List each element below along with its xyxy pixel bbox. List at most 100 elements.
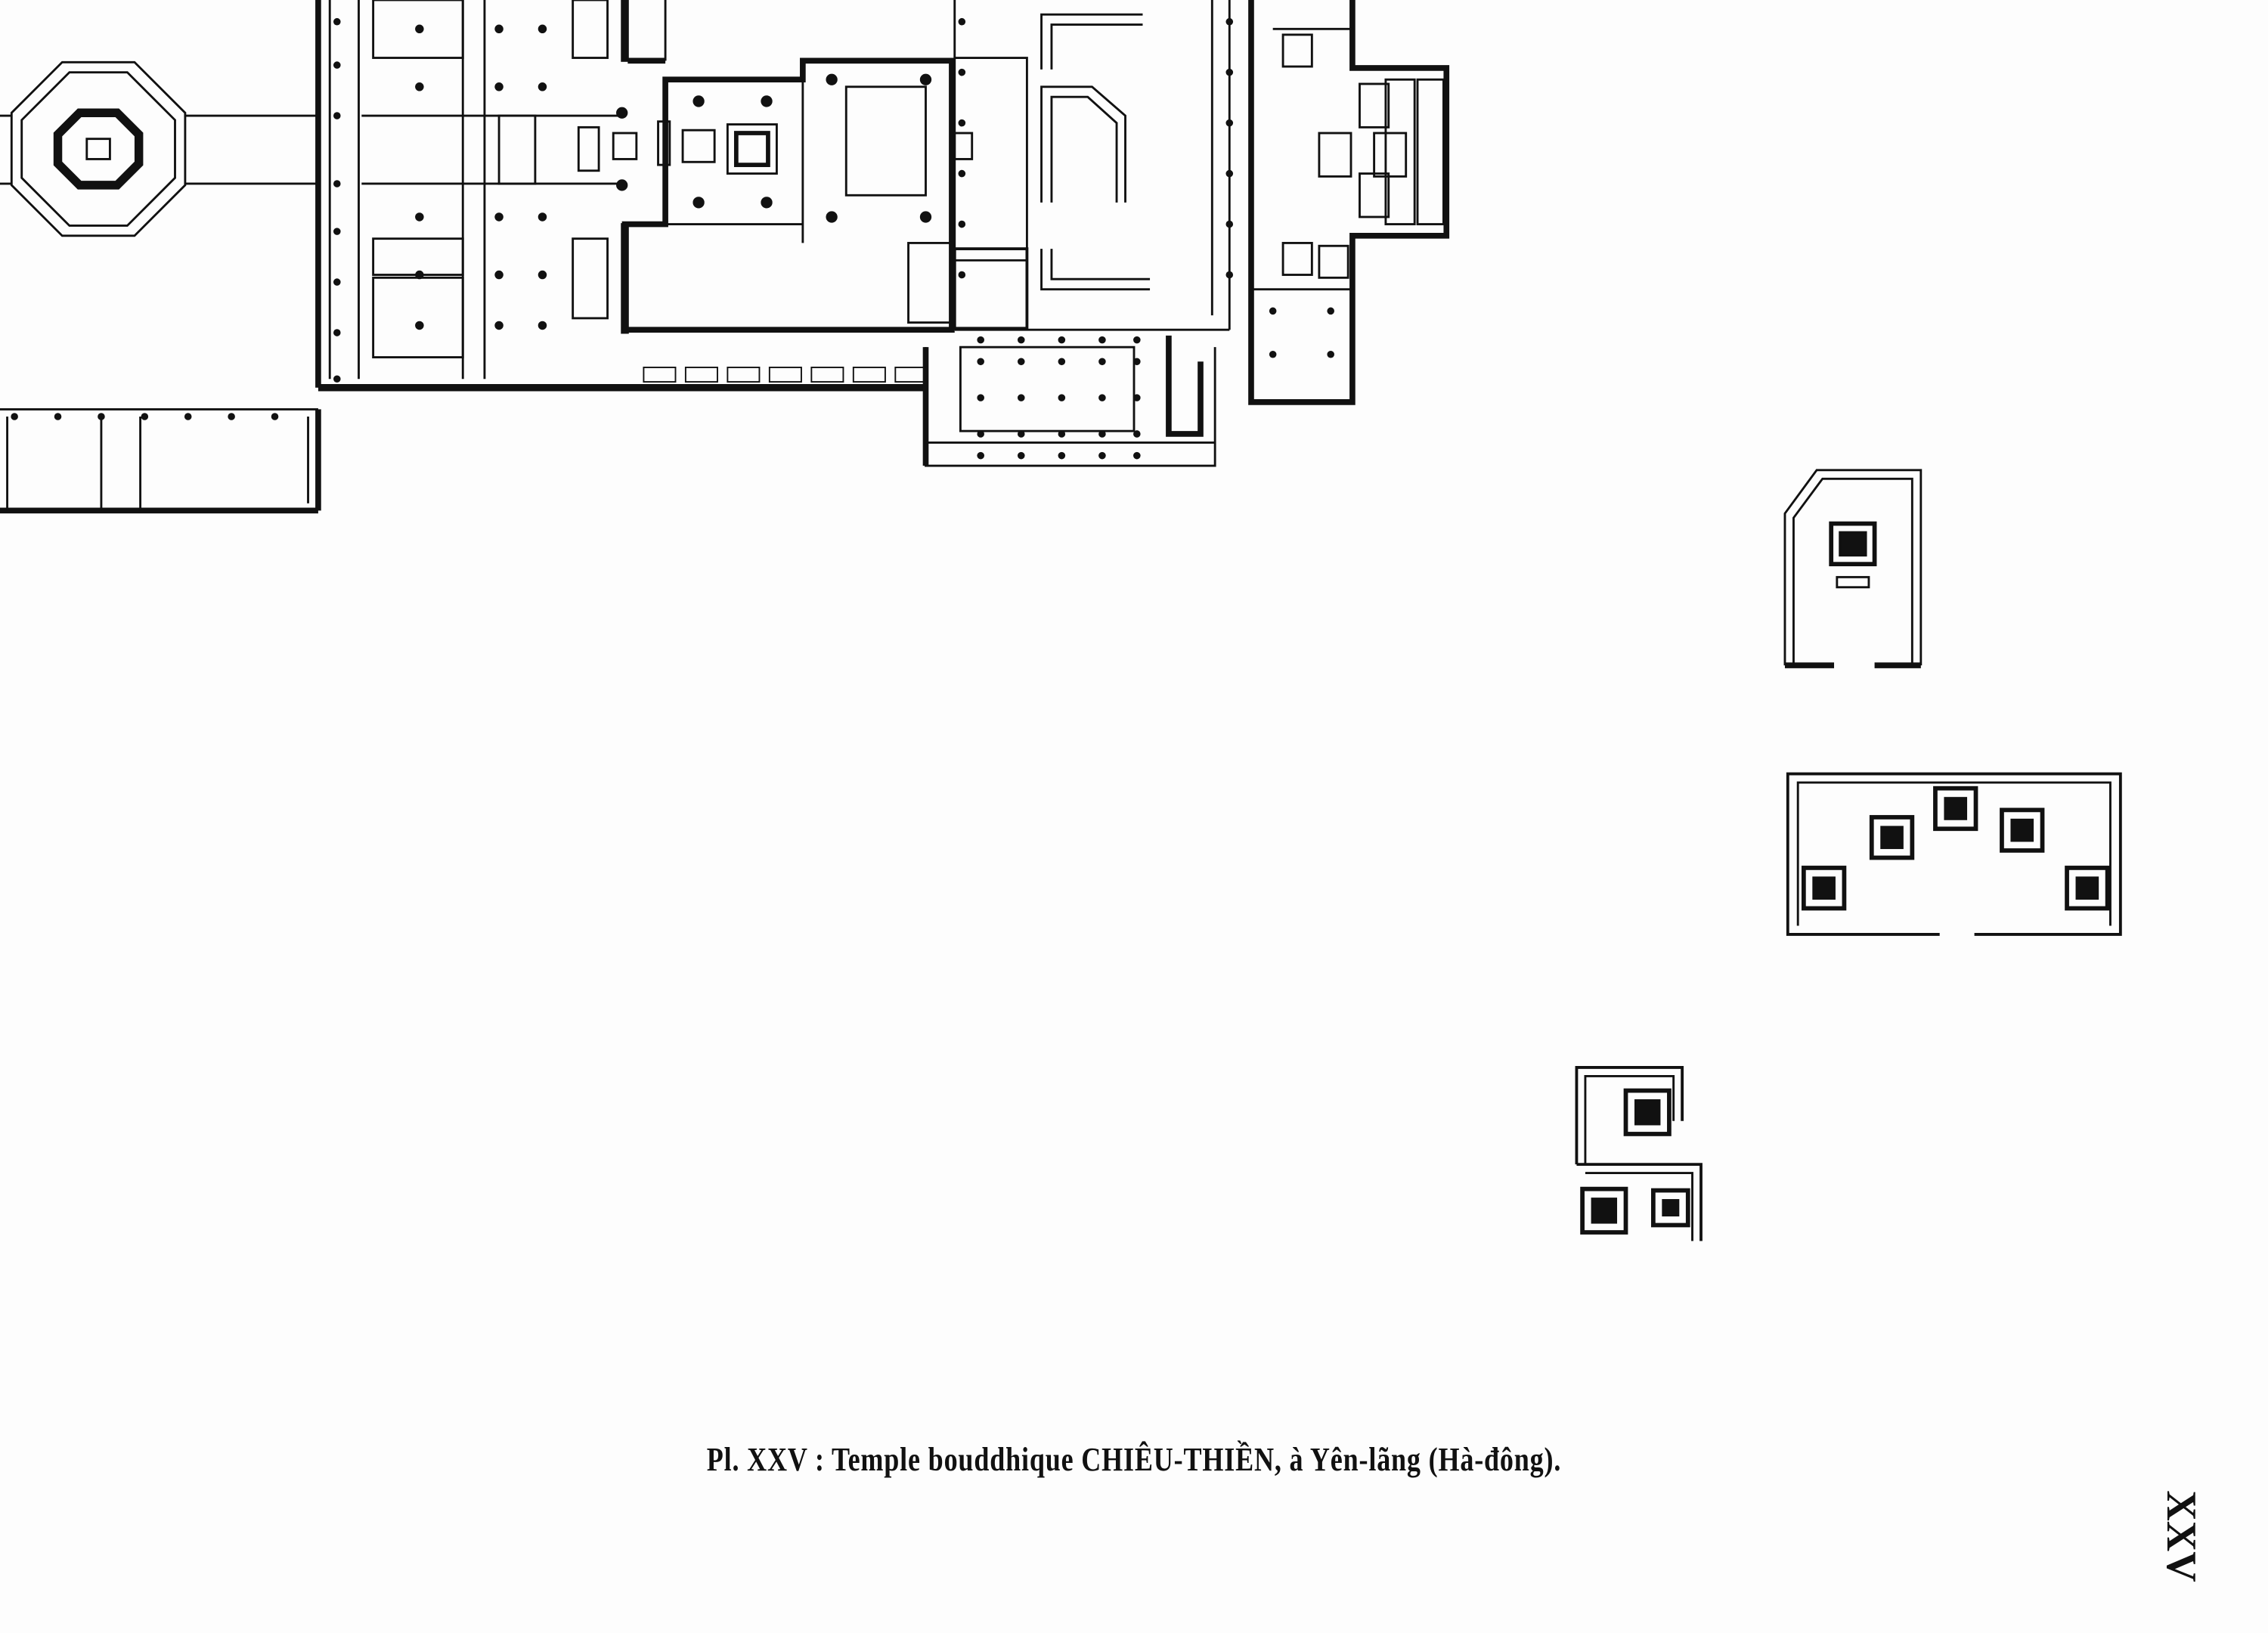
column — [1058, 394, 1066, 401]
column — [1058, 430, 1066, 438]
column — [333, 375, 341, 383]
column — [1133, 451, 1141, 460]
column — [826, 211, 838, 223]
column — [1269, 307, 1277, 315]
column — [333, 228, 341, 235]
column — [958, 220, 966, 228]
column — [333, 278, 341, 286]
column — [1017, 394, 1025, 401]
column — [333, 112, 341, 119]
column — [1017, 451, 1025, 460]
altar-pedestal — [2065, 866, 2110, 911]
column — [958, 271, 966, 279]
column — [228, 413, 235, 420]
column — [1098, 358, 1106, 366]
column — [1133, 336, 1141, 344]
column — [1225, 169, 1234, 178]
column — [415, 321, 424, 330]
column — [538, 270, 547, 280]
column — [919, 73, 932, 85]
column — [692, 197, 705, 209]
column — [494, 82, 503, 91]
column-grid — [11, 17, 1334, 460]
column — [1098, 336, 1106, 344]
column — [958, 119, 966, 127]
column — [958, 68, 966, 76]
column — [538, 24, 547, 34]
column — [271, 413, 279, 420]
central-sanctuary — [621, 0, 974, 333]
plate-number: XXV — [2158, 1490, 2204, 1582]
column — [1133, 430, 1141, 438]
column — [692, 95, 705, 107]
column — [826, 73, 838, 85]
side-gallery-left — [0, 408, 321, 514]
altar-bench — [684, 366, 718, 383]
altar-bench — [852, 366, 886, 383]
column — [1133, 358, 1141, 366]
column — [977, 394, 984, 401]
altar-bench — [894, 366, 928, 383]
column — [977, 430, 984, 438]
column — [333, 61, 341, 69]
column — [494, 24, 503, 34]
altar-bench — [727, 366, 761, 383]
column — [1327, 350, 1334, 358]
column — [1225, 220, 1234, 228]
altar-pedestal — [2000, 807, 2045, 853]
altar-pedestal — [1650, 1188, 1690, 1228]
column — [1327, 307, 1334, 315]
altar-pedestals — [643, 366, 2110, 1235]
column — [1017, 336, 1025, 344]
column — [1269, 350, 1277, 358]
column — [333, 329, 341, 336]
column — [494, 270, 503, 280]
column — [1098, 394, 1106, 401]
column — [538, 321, 547, 330]
column — [761, 95, 773, 107]
column — [1225, 271, 1234, 279]
column — [1133, 394, 1141, 401]
altar-bench — [810, 366, 844, 383]
column — [98, 413, 105, 420]
east-wing — [1248, 0, 1450, 405]
column — [958, 17, 966, 26]
inner-courtyard — [953, 0, 1231, 331]
altar-pedestal — [1580, 1186, 1628, 1235]
plate-caption: Pl. XXV : Temple bouddhique CHIÊU-THIỀN,… — [706, 1441, 1562, 1478]
column — [184, 413, 192, 420]
column — [919, 211, 932, 223]
column — [1098, 451, 1106, 460]
column — [415, 212, 424, 222]
column — [1098, 430, 1106, 438]
main-hall-left — [315, 0, 926, 392]
altar-bench — [768, 366, 802, 383]
column — [538, 212, 547, 222]
column — [494, 212, 503, 222]
column — [977, 358, 984, 366]
front-courtyard — [922, 335, 1216, 467]
column — [761, 197, 773, 209]
column — [977, 336, 984, 344]
column — [1058, 451, 1066, 460]
detail-plan-3 — [1575, 1066, 1703, 1241]
column — [415, 82, 424, 91]
detail-plan-2 — [1786, 772, 2122, 936]
column — [494, 321, 503, 330]
column — [1225, 68, 1234, 76]
column — [616, 179, 628, 191]
column — [538, 82, 547, 91]
detail-plan-1 — [1783, 469, 1923, 668]
column — [54, 413, 62, 420]
column — [333, 17, 341, 26]
altar-pedestal — [1623, 1088, 1672, 1136]
column — [415, 270, 424, 280]
column — [1225, 17, 1234, 26]
column — [1017, 430, 1025, 438]
column — [141, 413, 149, 420]
column — [616, 107, 628, 119]
altar-bench — [643, 366, 677, 383]
altar-pedestal — [1801, 866, 1847, 911]
column — [1017, 358, 1025, 366]
